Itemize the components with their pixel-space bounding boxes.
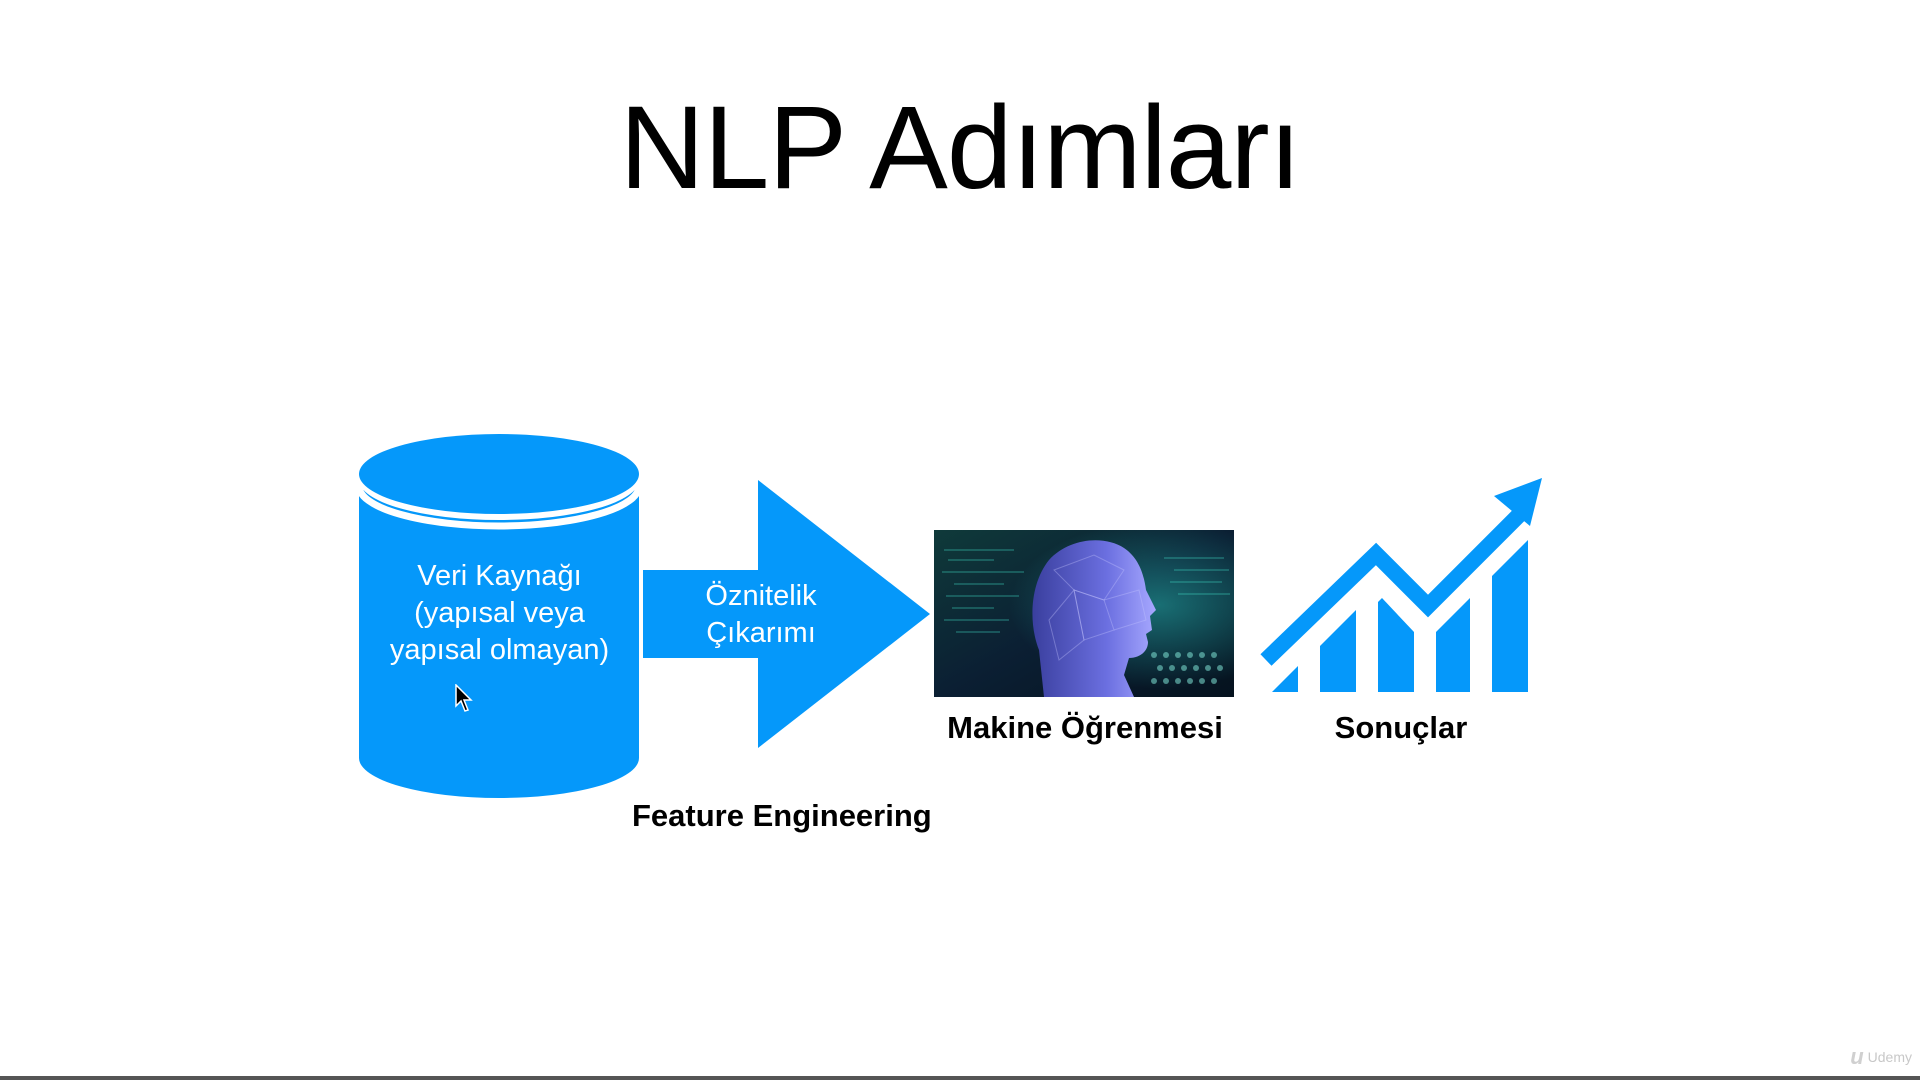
- udemy-watermark-text: Udemy: [1867, 1049, 1912, 1065]
- data-source-label: Veri Kaynağı (yapısal veya yapısal olmay…: [357, 558, 642, 669]
- slide-title: NLP Adımları: [619, 82, 1301, 214]
- data-source-line: Veri Kaynağı: [417, 560, 582, 592]
- udemy-watermark: u Udemy: [1850, 1044, 1912, 1070]
- feature-extraction-label: Öznitelik Çıkarımı: [680, 578, 842, 652]
- feature-engineering-caption: Feature Engineering: [632, 798, 932, 833]
- data-source-line: (yapısal veya: [414, 597, 585, 629]
- udemy-logo-icon: u: [1850, 1044, 1864, 1069]
- bottom-divider: [0, 1076, 1920, 1080]
- feature-extraction-line: Öznitelik: [705, 580, 817, 612]
- mouse-cursor-icon: [455, 684, 473, 712]
- growth-chart-icon: [1260, 478, 1542, 692]
- ai-head-image: [934, 530, 1234, 697]
- database-cylinder-icon: [357, 434, 642, 798]
- feature-extraction-line: Çıkarımı: [706, 617, 816, 649]
- machine-learning-label: Makine Öğrenmesi: [947, 710, 1223, 745]
- data-source-line: yapısal olmayan): [389, 634, 610, 666]
- results-label: Sonuçlar: [1334, 710, 1468, 745]
- arrow-right-icon: [643, 480, 930, 748]
